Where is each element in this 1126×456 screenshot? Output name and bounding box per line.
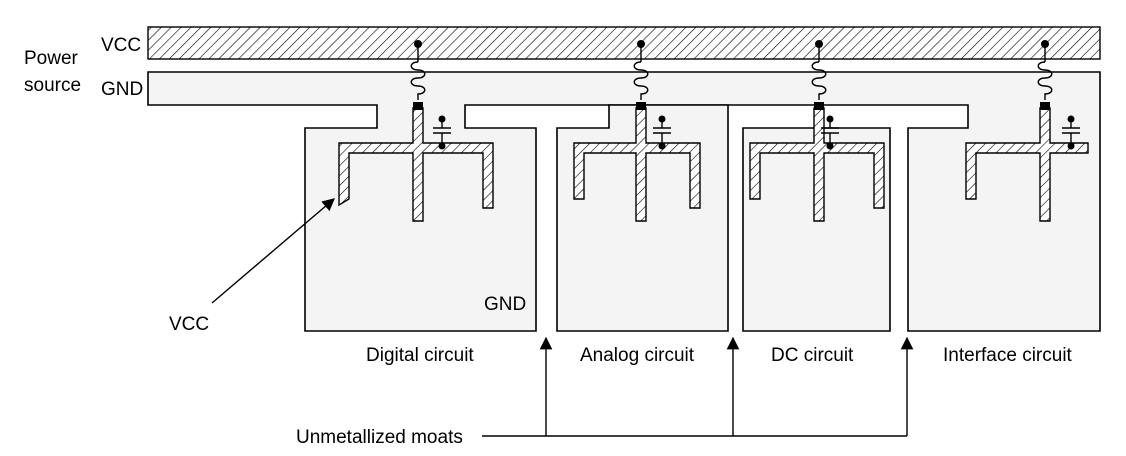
gnd-island-dc	[742, 127, 891, 332]
circuit-label-interface: Interface circuit	[943, 345, 1073, 366]
power-source-label-line1: Power	[24, 48, 79, 69]
vcc-pointer-arrow	[211, 198, 335, 304]
circuit-label-dc: DC circuit	[771, 345, 854, 366]
gnd-plane	[147, 71, 1101, 332]
circuit-label-digital: Digital circuit	[366, 345, 474, 366]
vcc-trace-digital	[338, 107, 494, 222]
moat-arrows	[482, 336, 914, 437]
circuit-label-analog: Analog circuit	[580, 345, 695, 366]
gnd-rail-label: GND	[101, 79, 143, 100]
moats-label: Unmetallized moats	[296, 427, 463, 448]
capacitor-digital	[433, 115, 451, 150]
vcc-trace-analog	[573, 107, 701, 222]
vcc-pointer-label: VCC	[169, 314, 209, 335]
vcc-trace-interface	[965, 107, 1089, 222]
gnd-plane-label: GND	[484, 294, 526, 315]
vcc-rail	[147, 26, 1101, 60]
inductor-interface	[1037, 40, 1053, 110]
inductor-analog	[633, 40, 649, 110]
vcc-trace-dc	[749, 107, 885, 222]
power-source-label-line2: source	[24, 75, 81, 96]
inductor-digital	[410, 40, 426, 110]
capacitor-interface	[1062, 115, 1080, 150]
capacitor-analog	[653, 115, 671, 150]
inductor-dc	[811, 40, 827, 110]
vcc-rail-label: VCC	[101, 35, 141, 56]
capacitor-dc	[821, 115, 839, 150]
